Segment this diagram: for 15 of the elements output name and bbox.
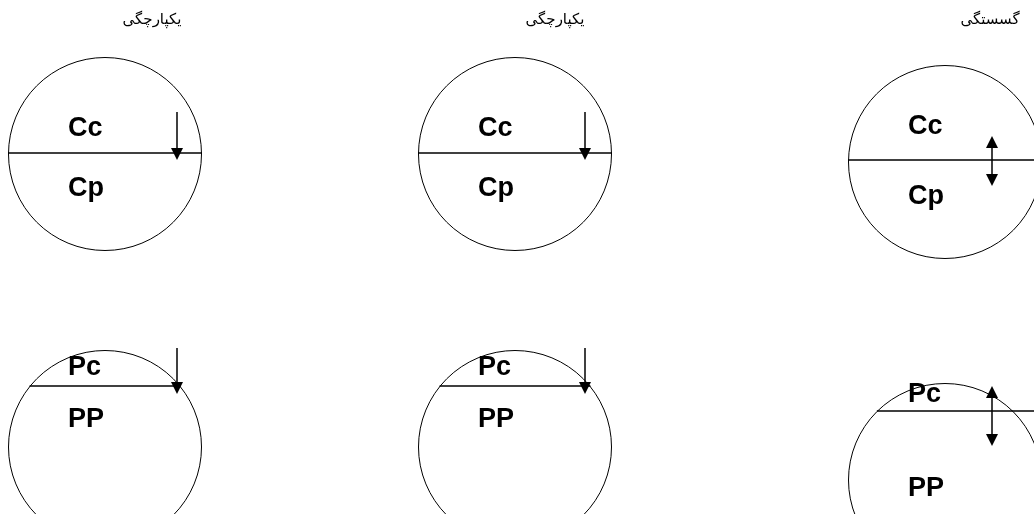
circle-label: PP bbox=[68, 405, 105, 432]
circle-label: Cc bbox=[478, 114, 513, 141]
circle-label: PP bbox=[908, 474, 945, 501]
circle-label: Pc bbox=[478, 353, 512, 380]
circle-label: Pc bbox=[908, 380, 942, 407]
column-heading: یکپارچگی bbox=[122, 12, 182, 27]
circle-label: Cp bbox=[68, 174, 104, 201]
column-heading: گسستگی bbox=[960, 12, 1020, 27]
circle-label: Cc bbox=[68, 114, 103, 141]
column-heading: یکپارچگی bbox=[525, 12, 585, 27]
circle-label: Cp bbox=[478, 174, 514, 201]
circle-label: PP bbox=[478, 405, 515, 432]
circle-label: Cc bbox=[908, 112, 943, 139]
circle-label: Cp bbox=[908, 182, 944, 209]
circle-label: Pc bbox=[68, 353, 102, 380]
